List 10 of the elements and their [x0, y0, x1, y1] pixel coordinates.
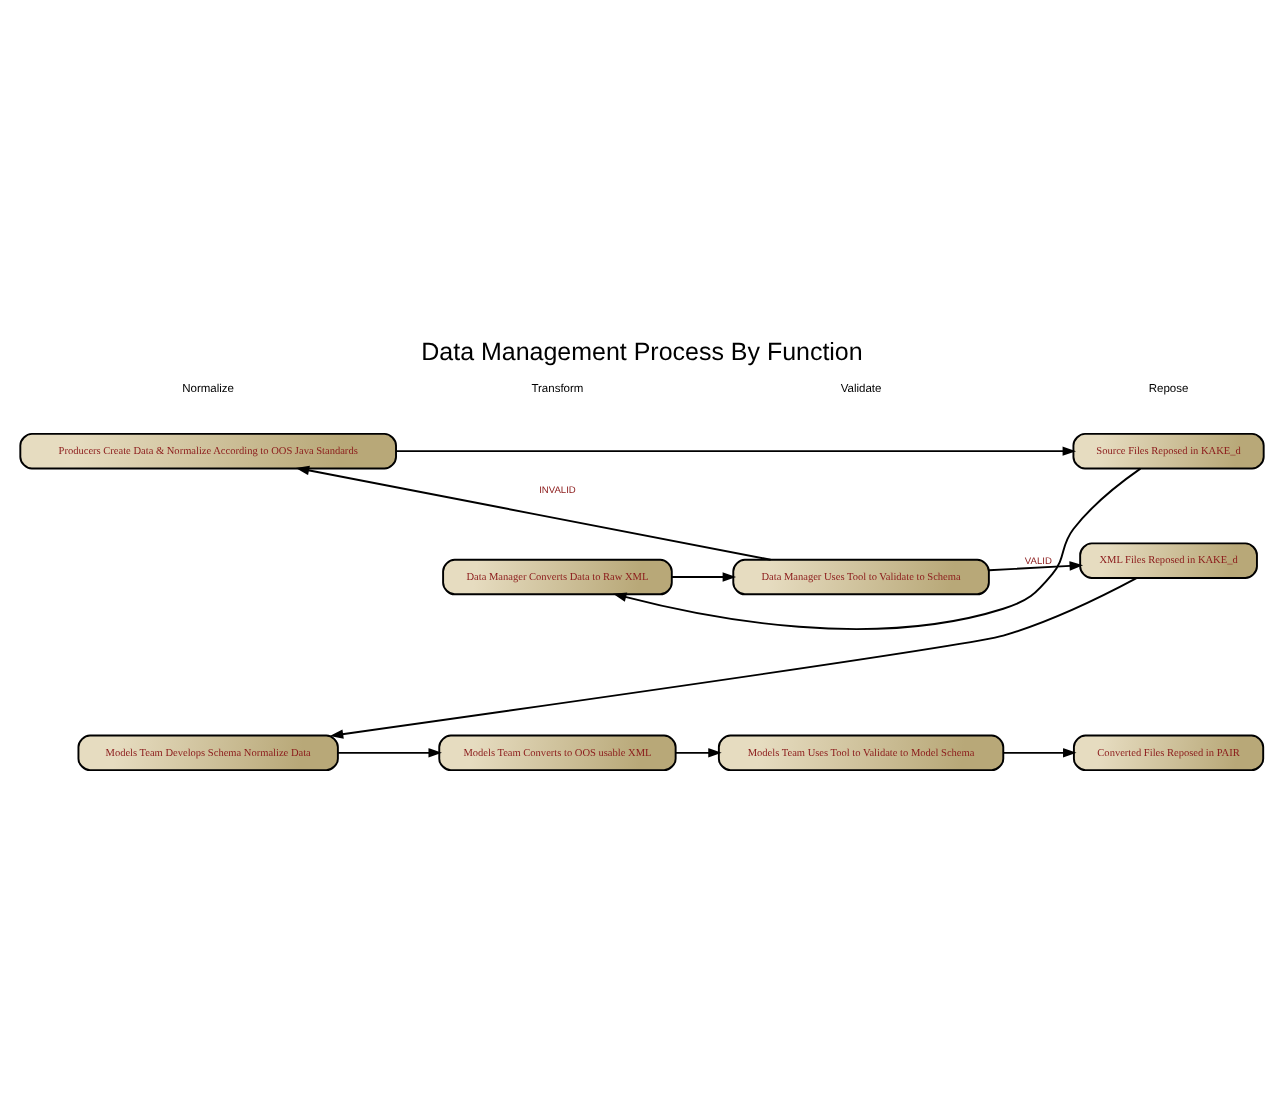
arrow — [1002, 747, 1077, 757]
arrow — [674, 747, 722, 757]
arrow — [613, 466, 1142, 629]
diagram-title: Data Management Process By Function — [421, 336, 863, 365]
arrow — [329, 576, 1138, 738]
arrow — [295, 464, 772, 560]
arrow — [337, 747, 442, 757]
arrow — [671, 571, 737, 581]
arrow — [395, 445, 1077, 455]
arrow — [988, 560, 1083, 571]
